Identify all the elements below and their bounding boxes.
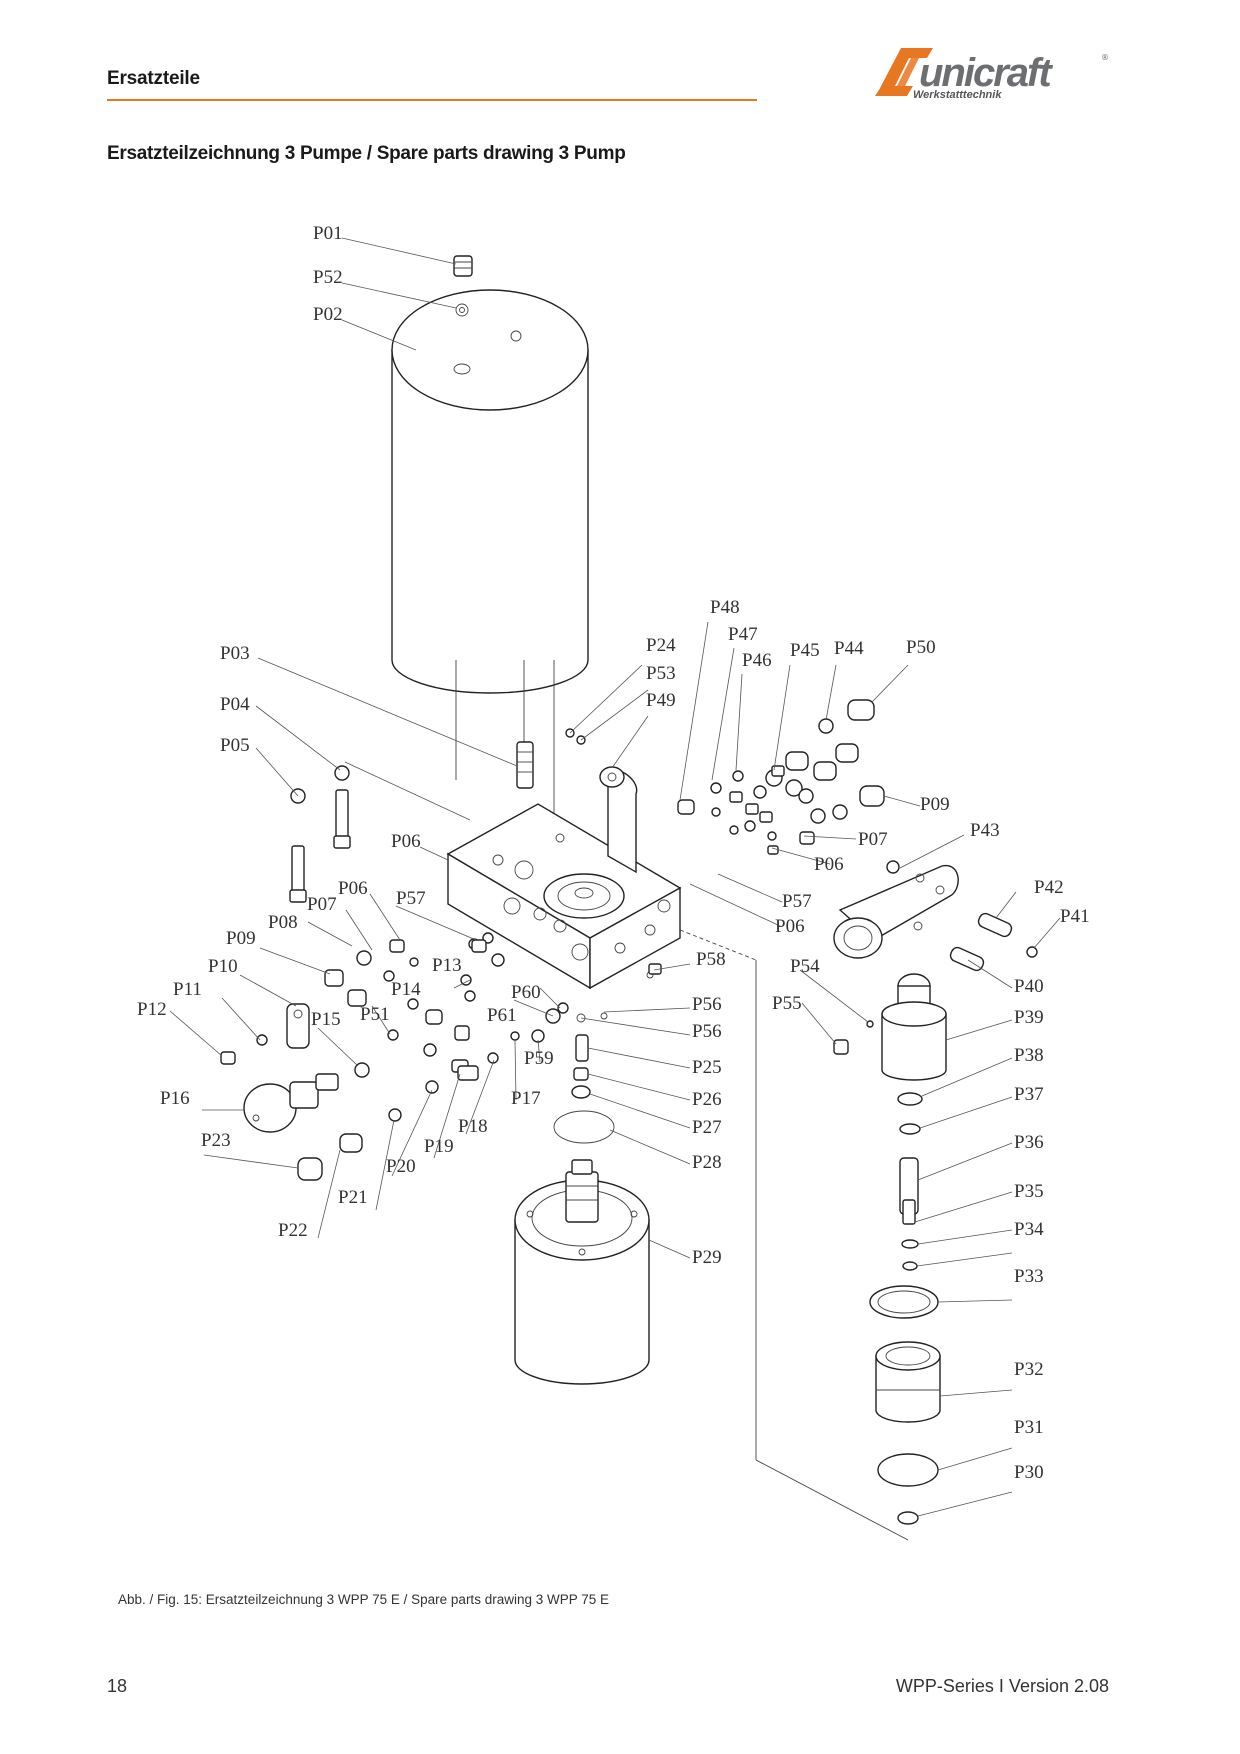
label-P39: P39	[1014, 1007, 1044, 1028]
label-P14: P14	[391, 979, 421, 1000]
label-P05: P05	[220, 735, 250, 756]
label-P08: P08	[268, 912, 298, 933]
label-P54: P54	[790, 956, 820, 977]
cylinder-stack	[833, 973, 947, 1525]
label-P58: P58	[696, 949, 726, 970]
label-P52: P52	[313, 267, 343, 288]
label-P41: P41	[1060, 906, 1090, 927]
label-P60: P60	[511, 982, 541, 1003]
label-P36: P36	[1014, 1132, 1044, 1153]
label-P28: P28	[692, 1152, 722, 1173]
brand-name: unicraft	[919, 51, 1053, 95]
valve-block	[446, 803, 682, 990]
logo-mark-icon	[875, 48, 933, 96]
svg-text:®: ®	[1101, 53, 1109, 62]
label-P10: P10	[208, 956, 238, 977]
label-P24: P24	[646, 635, 676, 656]
label-P57-b: P57	[782, 891, 812, 912]
label-P50: P50	[906, 637, 936, 658]
label-P06-a: P06	[391, 831, 421, 852]
label-P29: P29	[692, 1247, 722, 1268]
label-P03: P03	[220, 643, 250, 664]
label-P55: P55	[772, 993, 802, 1014]
label-P18: P18	[458, 1116, 488, 1137]
label-P53: P53	[646, 663, 676, 684]
label-P11: P11	[173, 979, 202, 1000]
label-P61: P61	[487, 1005, 517, 1026]
label-P07-a: P07	[307, 894, 337, 915]
label-P26: P26	[692, 1089, 722, 1110]
label-P34: P34	[1014, 1219, 1044, 1240]
label-P56-a: P56	[692, 994, 722, 1015]
label-P31: P31	[1014, 1417, 1044, 1438]
label-P49: P49	[646, 690, 676, 711]
leader-lines	[169, 237, 1061, 1517]
label-P12: P12	[137, 999, 167, 1020]
section-header: Ersatzteile	[107, 68, 200, 89]
label-P09-b: P09	[920, 794, 950, 815]
label-P13: P13	[432, 955, 462, 976]
page-number: 18	[107, 1676, 128, 1696]
label-P35: P35	[1014, 1181, 1044, 1202]
label-P45: P45	[790, 640, 820, 661]
label-P06-d: P06	[775, 916, 805, 937]
label-P43: P43	[970, 820, 1000, 841]
page-title: Ersatzteilzeichnung 3 Pumpe / Spare part…	[107, 143, 626, 164]
label-P51: P51	[360, 1004, 390, 1025]
label-P06-b: P06	[338, 878, 368, 899]
label-P19: P19	[424, 1136, 454, 1157]
label-P44: P44	[834, 638, 864, 659]
right-fittings	[565, 699, 885, 855]
label-P09-a: P09	[226, 928, 256, 949]
left-fittings	[220, 765, 662, 1181]
label-P38: P38	[1014, 1045, 1044, 1066]
label-P47: P47	[728, 624, 758, 645]
label-P37: P37	[1014, 1084, 1044, 1105]
label-P07-b: P07	[858, 829, 888, 850]
label-P46: P46	[742, 650, 772, 671]
document-version: WPP-Series I Version 2.08	[895, 1676, 1109, 1696]
header-divider	[107, 99, 757, 101]
handle-bracket	[599, 766, 638, 874]
part-labels: P01 P52 P02 P03 P04 P05 P06 P06 P07 P57 …	[137, 223, 1090, 1483]
label-P42: P42	[1034, 877, 1064, 898]
label-P33: P33	[1014, 1266, 1044, 1287]
label-P21: P21	[338, 1187, 368, 1208]
label-P32: P32	[1014, 1359, 1044, 1380]
label-P30: P30	[1014, 1462, 1044, 1483]
label-P20: P20	[386, 1156, 416, 1177]
clevis-assembly	[833, 860, 1038, 972]
filler-plug	[453, 255, 473, 277]
label-P04: P04	[220, 694, 250, 715]
suction-valve	[516, 741, 534, 789]
label-P23: P23	[201, 1130, 231, 1151]
label-P27: P27	[692, 1117, 722, 1138]
label-P56-b: P56	[692, 1021, 722, 1042]
tank-reservoir	[391, 289, 589, 694]
figure-caption: Abb. / Fig. 15: Ersatzteilzeichnung 3 WP…	[118, 1592, 610, 1607]
label-P48: P48	[710, 597, 740, 618]
label-P01: P01	[313, 223, 343, 244]
label-P17: P17	[511, 1088, 541, 1109]
label-P02: P02	[313, 304, 343, 325]
label-P15: P15	[311, 1009, 341, 1030]
pump-housing	[514, 1159, 650, 1385]
brand-logo: unicraft ®	[875, 48, 1109, 96]
label-P22: P22	[278, 1220, 308, 1241]
brand-tagline: Werkstatttechnik	[913, 89, 1002, 101]
label-P59: P59	[524, 1048, 554, 1069]
label-P57-a: P57	[396, 888, 426, 909]
label-P16: P16	[160, 1088, 190, 1109]
label-P40: P40	[1014, 976, 1044, 997]
label-P25: P25	[692, 1057, 722, 1078]
label-P06-c: P06	[814, 854, 844, 875]
